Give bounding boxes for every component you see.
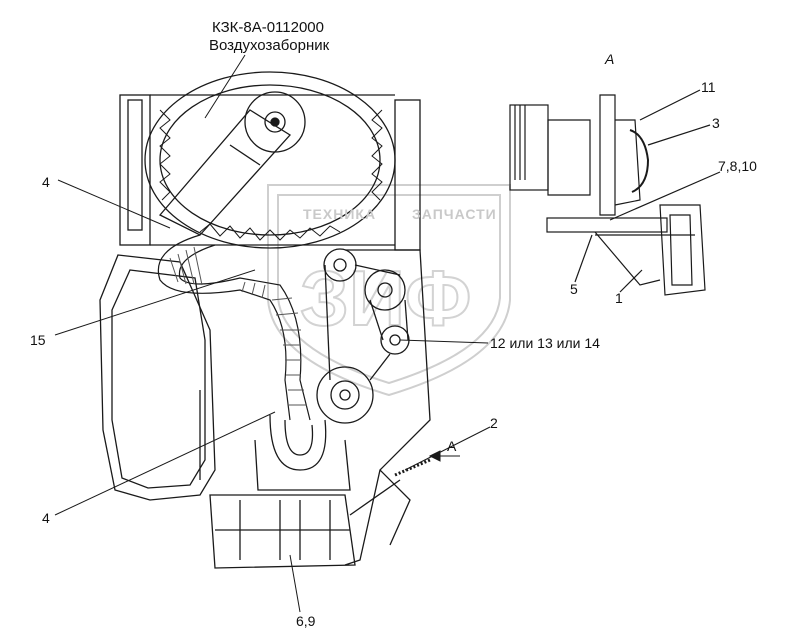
leader-lines xyxy=(54,54,491,613)
callout-15: 15 xyxy=(30,332,46,348)
callout-2: 2 xyxy=(490,415,498,431)
watermark-emblem: ЗИФ xyxy=(267,184,511,397)
callout-7-8-10: 7,8,10 xyxy=(718,158,757,174)
watermark-right: ЗАПЧАСТИ xyxy=(412,206,497,222)
callout-12-13-14: 12 или 13 или 14 xyxy=(490,335,600,351)
drawing-code: КЗК-8А-0112000 xyxy=(212,19,324,36)
watermark-left: ТЕХНИКА xyxy=(303,206,377,222)
callout-3: 3 xyxy=(712,115,720,131)
air-duct-hose xyxy=(157,234,311,421)
view-a-drawing xyxy=(509,89,721,296)
callout-5: 5 xyxy=(570,281,578,297)
drawing-title: Воздухозаборник xyxy=(209,37,330,54)
callout-6-9: 6,9 xyxy=(296,613,316,629)
disc-teeth xyxy=(159,109,383,241)
section-arrow-label: А xyxy=(447,438,457,454)
callout-1: 1 xyxy=(615,290,623,306)
callout-4-top: 4 xyxy=(42,174,50,190)
callout-11: 11 xyxy=(701,79,716,95)
callout-4-bottom: 4 xyxy=(42,510,50,526)
view-a-label: А xyxy=(605,51,615,67)
